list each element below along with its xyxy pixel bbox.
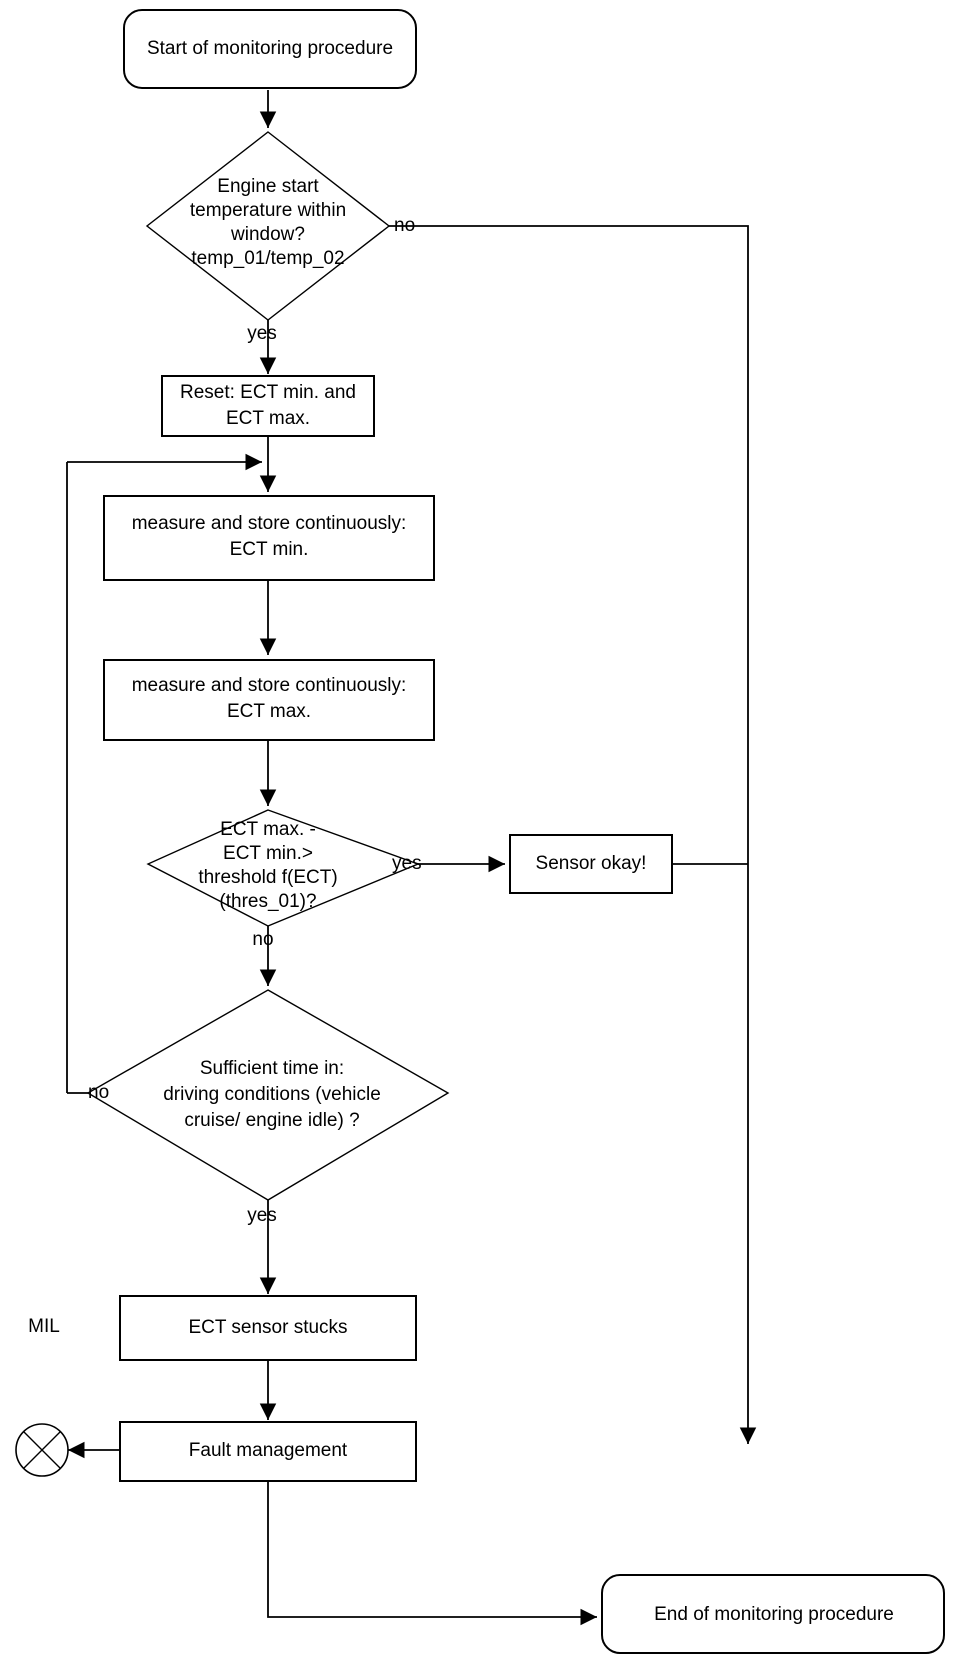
decision-temp-window-line1: Engine start	[217, 176, 319, 197]
node-start[interactable]: Start of monitoring procedure	[123, 9, 417, 89]
measure-min-line1: measure and store continuously:	[132, 513, 407, 534]
decision-threshold-line1: ECT max. -	[220, 819, 316, 840]
decision-sufficient-time-line1: Sufficient time in:	[200, 1058, 344, 1079]
decision-temp-window-line2: temperature within	[190, 200, 346, 221]
node-decision-temp-window[interactable]: Engine start temperature within window? …	[145, 131, 391, 321]
edge-label-threshold-yes: yes	[392, 853, 422, 874]
node-measure-min[interactable]: measure and store continuously: ECT min.	[103, 495, 435, 581]
decision-threshold-shape	[146, 809, 420, 927]
sensor-okay-shape	[509, 834, 673, 894]
reset-shape	[161, 375, 375, 437]
fault-management-shape	[119, 1421, 417, 1482]
mil-label: MIL	[28, 1316, 60, 1337]
measure-min-line2: ECT min.	[230, 539, 309, 560]
decision-sufficient-time-line2: driving conditions (vehicle	[163, 1084, 381, 1105]
edge-label-temp-yes: yes	[247, 323, 277, 344]
mil-lamp-icon	[15, 1423, 69, 1477]
end-shape	[601, 1574, 945, 1654]
mil-cross-lines	[23, 1431, 61, 1469]
edge-label-temp-no: no	[394, 215, 415, 236]
edge-label-threshold-no: no	[252, 929, 273, 950]
decision-temp-window-line4: temp_01/temp_02	[191, 248, 344, 269]
reset-line1: Reset: ECT min. and	[180, 382, 356, 403]
node-end[interactable]: End of monitoring procedure	[601, 1574, 945, 1654]
node-fault-management[interactable]: Fault management	[119, 1421, 417, 1482]
decision-threshold-line4: (thres_01)?	[219, 891, 316, 912]
node-reset[interactable]: Reset: ECT min. and ECT max.	[161, 375, 375, 437]
ect-sensor-stucks-shape	[119, 1295, 417, 1361]
node-sensor-okay[interactable]: Sensor okay!	[509, 834, 673, 894]
edge-fault-management-to-end	[267, 1481, 597, 1626]
decision-temp-window-shape	[145, 131, 391, 321]
decision-temp-window-line3: window?	[230, 224, 305, 245]
measure-min-shape	[103, 495, 435, 581]
edge-label-sufficient-no: no	[88, 1082, 109, 1103]
decision-sufficient-time-shape	[86, 989, 450, 1201]
node-decision-threshold[interactable]: ECT max. - ECT min.> threshold f(ECT) (t…	[146, 809, 420, 927]
node-ect-sensor-stucks[interactable]: ECT sensor stucks	[119, 1295, 417, 1361]
node-decision-sufficient-time[interactable]: Sufficient time in: driving conditions (…	[86, 989, 450, 1201]
ect-sensor-stucks-label: ECT sensor stucks	[188, 1317, 347, 1338]
end-label: End of monitoring procedure	[654, 1604, 894, 1625]
measure-max-line1: measure and store continuously:	[132, 675, 407, 696]
measure-max-line2: ECT max.	[227, 701, 311, 722]
decision-threshold-line3: threshold f(ECT)	[198, 867, 337, 888]
decision-threshold-line2: ECT min.>	[223, 843, 313, 864]
start-label: Start of monitoring procedure	[147, 38, 393, 59]
measure-max-shape	[103, 659, 435, 741]
start-shape	[123, 9, 417, 89]
fault-management-label: Fault management	[189, 1440, 348, 1461]
node-measure-max[interactable]: measure and store continuously: ECT max.	[103, 659, 435, 741]
edge-temp-no-to-end	[389, 225, 757, 1444]
sensor-okay-label: Sensor okay!	[536, 853, 647, 874]
reset-line2: ECT max.	[226, 408, 310, 429]
edge-label-sufficient-yes: yes	[247, 1205, 277, 1226]
decision-sufficient-time-line3: cruise/ engine idle) ?	[184, 1110, 359, 1131]
